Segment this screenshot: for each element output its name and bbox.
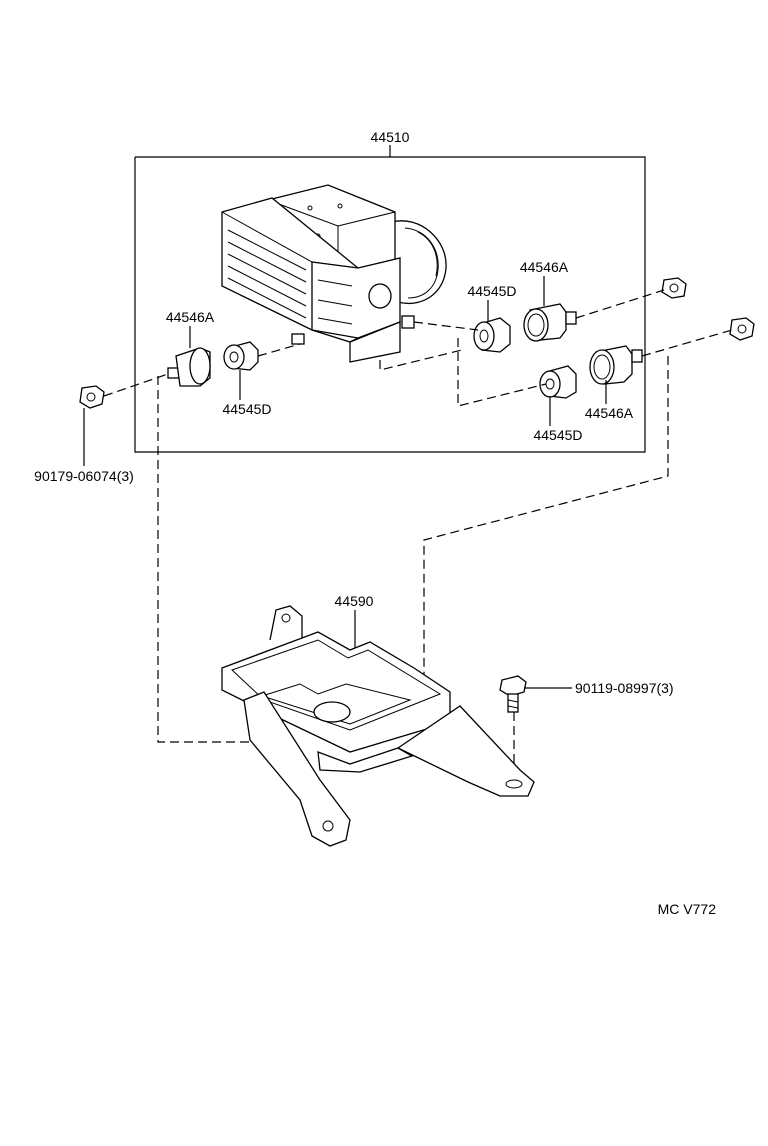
insulator-44546a-top[interactable] (523, 303, 577, 342)
label-44546a-bottom: 44546A (585, 405, 634, 421)
abs-actuator[interactable] (221, 184, 447, 363)
label-44545d-left: 44545D (222, 401, 271, 417)
leader-lines (83, 276, 607, 689)
diagram-code: MC V772 (658, 901, 717, 917)
label-bolt-part-number: 90119-08997(3) (575, 680, 674, 696)
nut-top-right[interactable] (661, 277, 687, 299)
label-44546a-left: 44546A (166, 309, 215, 325)
label-nut-part-number: 90179-06074(3) (34, 468, 134, 484)
label-44546a-top: 44546A (520, 259, 569, 275)
nut-bottom-right[interactable] (729, 317, 755, 341)
label-44590: 44590 (335, 593, 374, 609)
insulator-44545d-left[interactable] (223, 341, 259, 371)
insulator-44546a-left[interactable] (167, 347, 211, 387)
label-44545d-bottom: 44545D (533, 427, 582, 443)
label-44545d-top: 44545D (467, 283, 516, 299)
insulator-44546a-bottom[interactable] (589, 345, 643, 385)
assembly-frame (134, 145, 646, 453)
insulator-44545d-top[interactable] (473, 317, 511, 353)
assembly-dashed-lines (103, 289, 733, 770)
nut-left[interactable] (79, 385, 105, 409)
insulator-44545d-bottom[interactable] (539, 365, 577, 399)
label-44510: 44510 (371, 129, 410, 145)
bolt[interactable] (499, 675, 527, 713)
mounting-bracket[interactable] (221, 605, 535, 847)
